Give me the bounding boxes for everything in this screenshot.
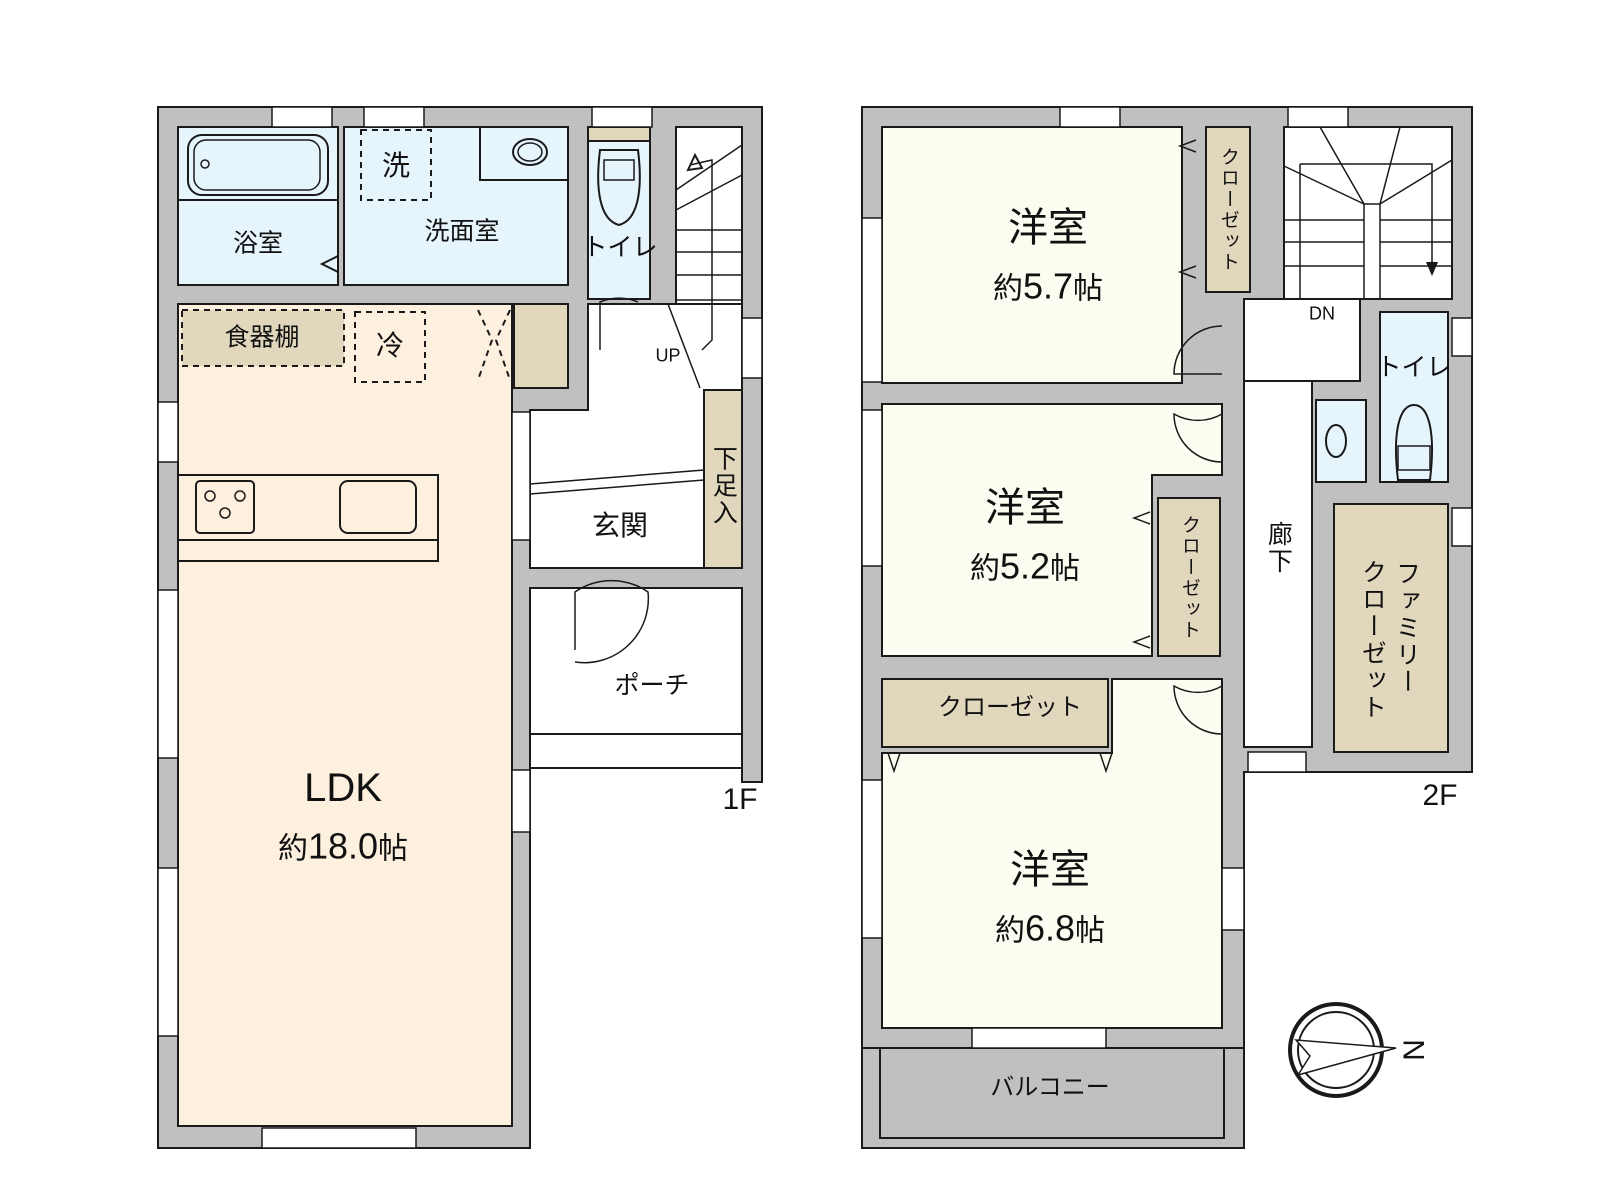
pantry-storage xyxy=(513,303,569,389)
area-prefix: 約 xyxy=(992,271,1023,307)
closet-1-label: クローゼット xyxy=(1217,147,1239,273)
bathroom-label: 浴室 xyxy=(232,228,284,258)
area-value: 6.8 xyxy=(1024,907,1076,949)
cupboard-label: 食器棚 xyxy=(224,322,300,352)
floor-2f xyxy=(861,106,1473,1149)
family-closet-label-1: ファミリー xyxy=(1392,560,1422,696)
kitchen-counter xyxy=(177,474,439,562)
stair-1f xyxy=(675,126,743,305)
floor-1f-label: 1F xyxy=(722,782,758,816)
floor-1f xyxy=(157,106,763,1149)
stairs-1f xyxy=(667,144,743,389)
western-room-2-area xyxy=(881,403,1223,657)
family-closet-label-2: クローゼット xyxy=(1358,559,1388,721)
ldk-label: LDK xyxy=(304,766,382,810)
western-room-3-area-text: 約6.8帖 xyxy=(995,907,1105,949)
balcony-label: バルコニー xyxy=(990,1073,1110,1102)
toilet-2f-room xyxy=(1379,311,1449,483)
western-room-1-area xyxy=(881,126,1183,384)
washroom-label: 洗面室 xyxy=(424,216,500,246)
stair-2f xyxy=(1283,126,1453,300)
western-room-3-label: 洋室 xyxy=(1010,847,1090,893)
toilet-2f-label: トイレ xyxy=(1376,352,1452,382)
toilet-room xyxy=(587,126,651,300)
washing-machine-label: 洗 xyxy=(381,148,411,182)
area-value: 5.7 xyxy=(1022,265,1074,307)
kitchen-sink xyxy=(339,480,417,534)
stairs-down-label: DN xyxy=(1309,303,1335,324)
hallway-label: 廊下 xyxy=(1264,521,1294,575)
bathroom-room xyxy=(177,126,339,286)
area-unit: 帖 xyxy=(1050,551,1081,587)
compass-north-label: N xyxy=(1396,1039,1430,1061)
area-prefix: 約 xyxy=(994,913,1025,949)
area-unit: 帖 xyxy=(378,831,409,867)
area-value: 5.2 xyxy=(999,545,1051,587)
area-value: 18.0 xyxy=(307,825,379,867)
area-unit: 帖 xyxy=(1073,271,1104,307)
toilet-label: トイレ xyxy=(582,232,658,262)
porch-label: ポーチ xyxy=(614,670,690,700)
entrance-hall xyxy=(529,303,743,569)
western-room-2-label: 洋室 xyxy=(985,485,1065,531)
closet-3-label: クローゼット xyxy=(938,693,1082,722)
shoe-storage-box xyxy=(703,389,743,569)
area-unit: 帖 xyxy=(1075,913,1106,949)
fridge-label: 冷 xyxy=(375,328,405,362)
porch-area xyxy=(529,587,743,735)
western-room-1-area-text: 約5.7帖 xyxy=(993,265,1103,307)
area-prefix: 約 xyxy=(969,551,1000,587)
stove xyxy=(195,480,255,534)
washroom-room xyxy=(343,126,569,286)
ldk-room xyxy=(177,303,513,1127)
north-arrow-icon xyxy=(1288,1002,1397,1098)
closet-2-label: クローゼット xyxy=(1178,515,1200,641)
ldk-area: 約18.0帖 xyxy=(278,825,408,867)
family-closet-area xyxy=(1333,503,1449,753)
stairs-up-label: UP xyxy=(655,345,681,366)
area-prefix: 約 xyxy=(277,831,308,867)
entrance-label: 玄関 xyxy=(591,508,649,542)
stairs-2f xyxy=(1283,126,1453,300)
western-room-2-area-text: 約5.2帖 xyxy=(970,545,1080,587)
shoe-storage-label: 下足入 xyxy=(709,445,739,527)
western-room-1-label: 洋室 xyxy=(1008,205,1088,251)
floor-2f-label: 2F xyxy=(1422,778,1458,812)
